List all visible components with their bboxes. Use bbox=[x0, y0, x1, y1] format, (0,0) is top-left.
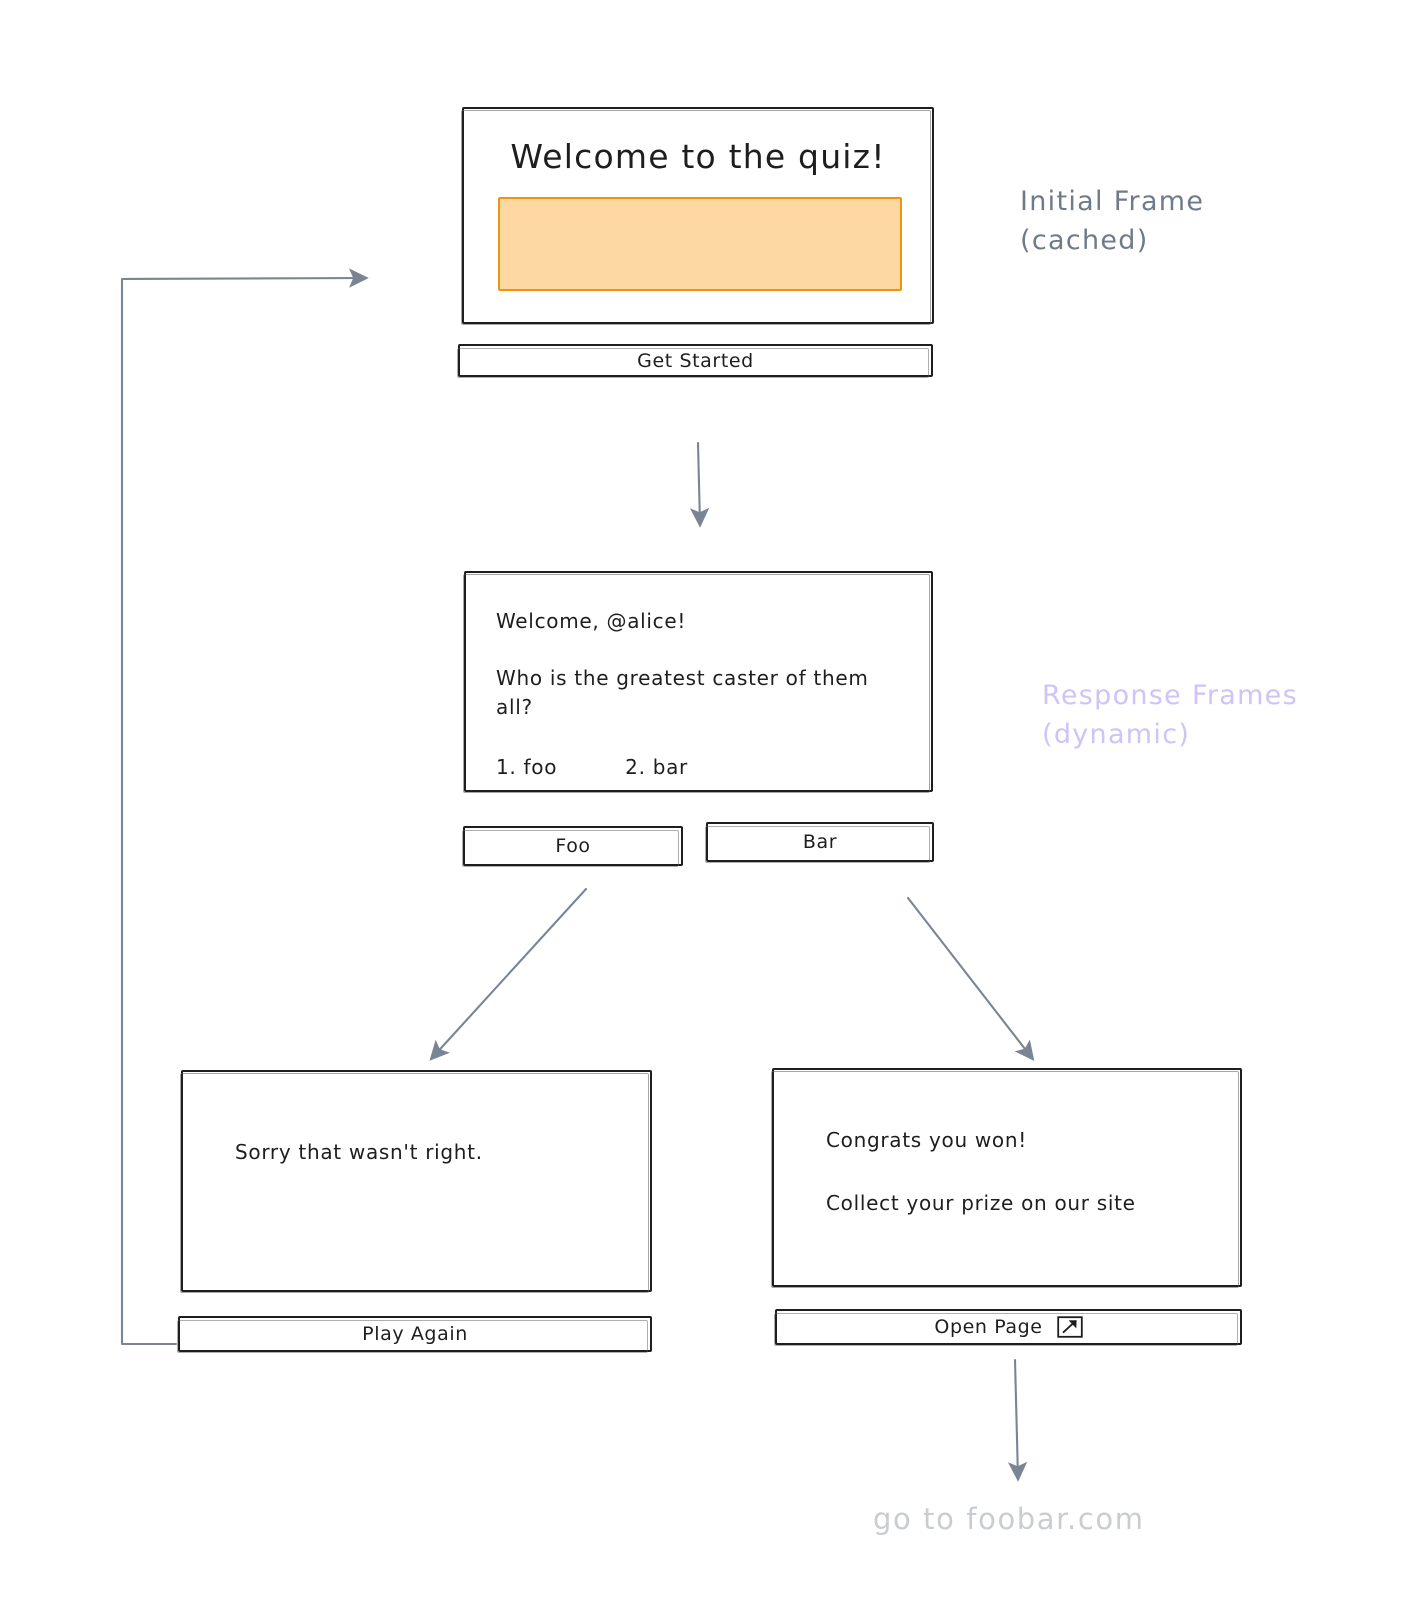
bar-button[interactable]: Bar bbox=[705, 822, 934, 863]
wrong-answer-message: Sorry that wasn't right. bbox=[235, 1140, 483, 1164]
welcome-frame: Welcome to the quiz! bbox=[461, 107, 934, 325]
arrow-foo-to-wrong bbox=[429, 887, 588, 1061]
get-started-button[interactable]: Get Started bbox=[457, 344, 933, 378]
initial-frame-annotation: Initial Frame (cached) bbox=[1020, 186, 1205, 257]
play-again-label: Play Again bbox=[362, 1323, 468, 1345]
question-option-2: 2. bar bbox=[625, 755, 688, 779]
correct-answer-frame: Congrats you won! Collect your prize on … bbox=[771, 1068, 1242, 1288]
bar-button-label: Bar bbox=[802, 831, 838, 853]
external-link-icon bbox=[1056, 1316, 1083, 1338]
outro-destination-label: go to foobar.com bbox=[873, 1502, 1145, 1536]
open-page-button[interactable]: Open Page bbox=[774, 1309, 1242, 1346]
arrow-open-page-to-site bbox=[1007, 1358, 1028, 1482]
arrow-welcome-to-question bbox=[689, 441, 710, 528]
question-frame: Welcome, @alice! Who is the greatest cas… bbox=[463, 571, 933, 793]
correct-answer-line2: Collect your prize on our site bbox=[826, 1191, 1136, 1215]
welcome-title: Welcome to the quiz! bbox=[510, 137, 886, 176]
arrow-bar-to-correct bbox=[906, 896, 1035, 1061]
question-options: 1. foo 2. bar bbox=[496, 753, 688, 782]
question-option-1: 1. foo bbox=[496, 755, 558, 779]
foo-button-label: Foo bbox=[555, 835, 591, 857]
question-prompt: Who is the greatest caster of them all? bbox=[496, 666, 869, 719]
question-greeting: Welcome, @alice! bbox=[496, 609, 687, 633]
foo-button[interactable]: Foo bbox=[462, 826, 683, 867]
get-started-label: Get Started bbox=[637, 349, 754, 372]
wrong-answer-frame: Sorry that wasn't right. bbox=[180, 1070, 652, 1293]
correct-answer-line1: Congrats you won! bbox=[826, 1128, 1027, 1152]
response-frames-annotation: Response Frames (dynamic) bbox=[1042, 680, 1298, 751]
play-again-button[interactable]: Play Again bbox=[177, 1316, 652, 1353]
open-page-label: Open Page bbox=[934, 1316, 1043, 1338]
welcome-hero-image bbox=[498, 197, 902, 291]
